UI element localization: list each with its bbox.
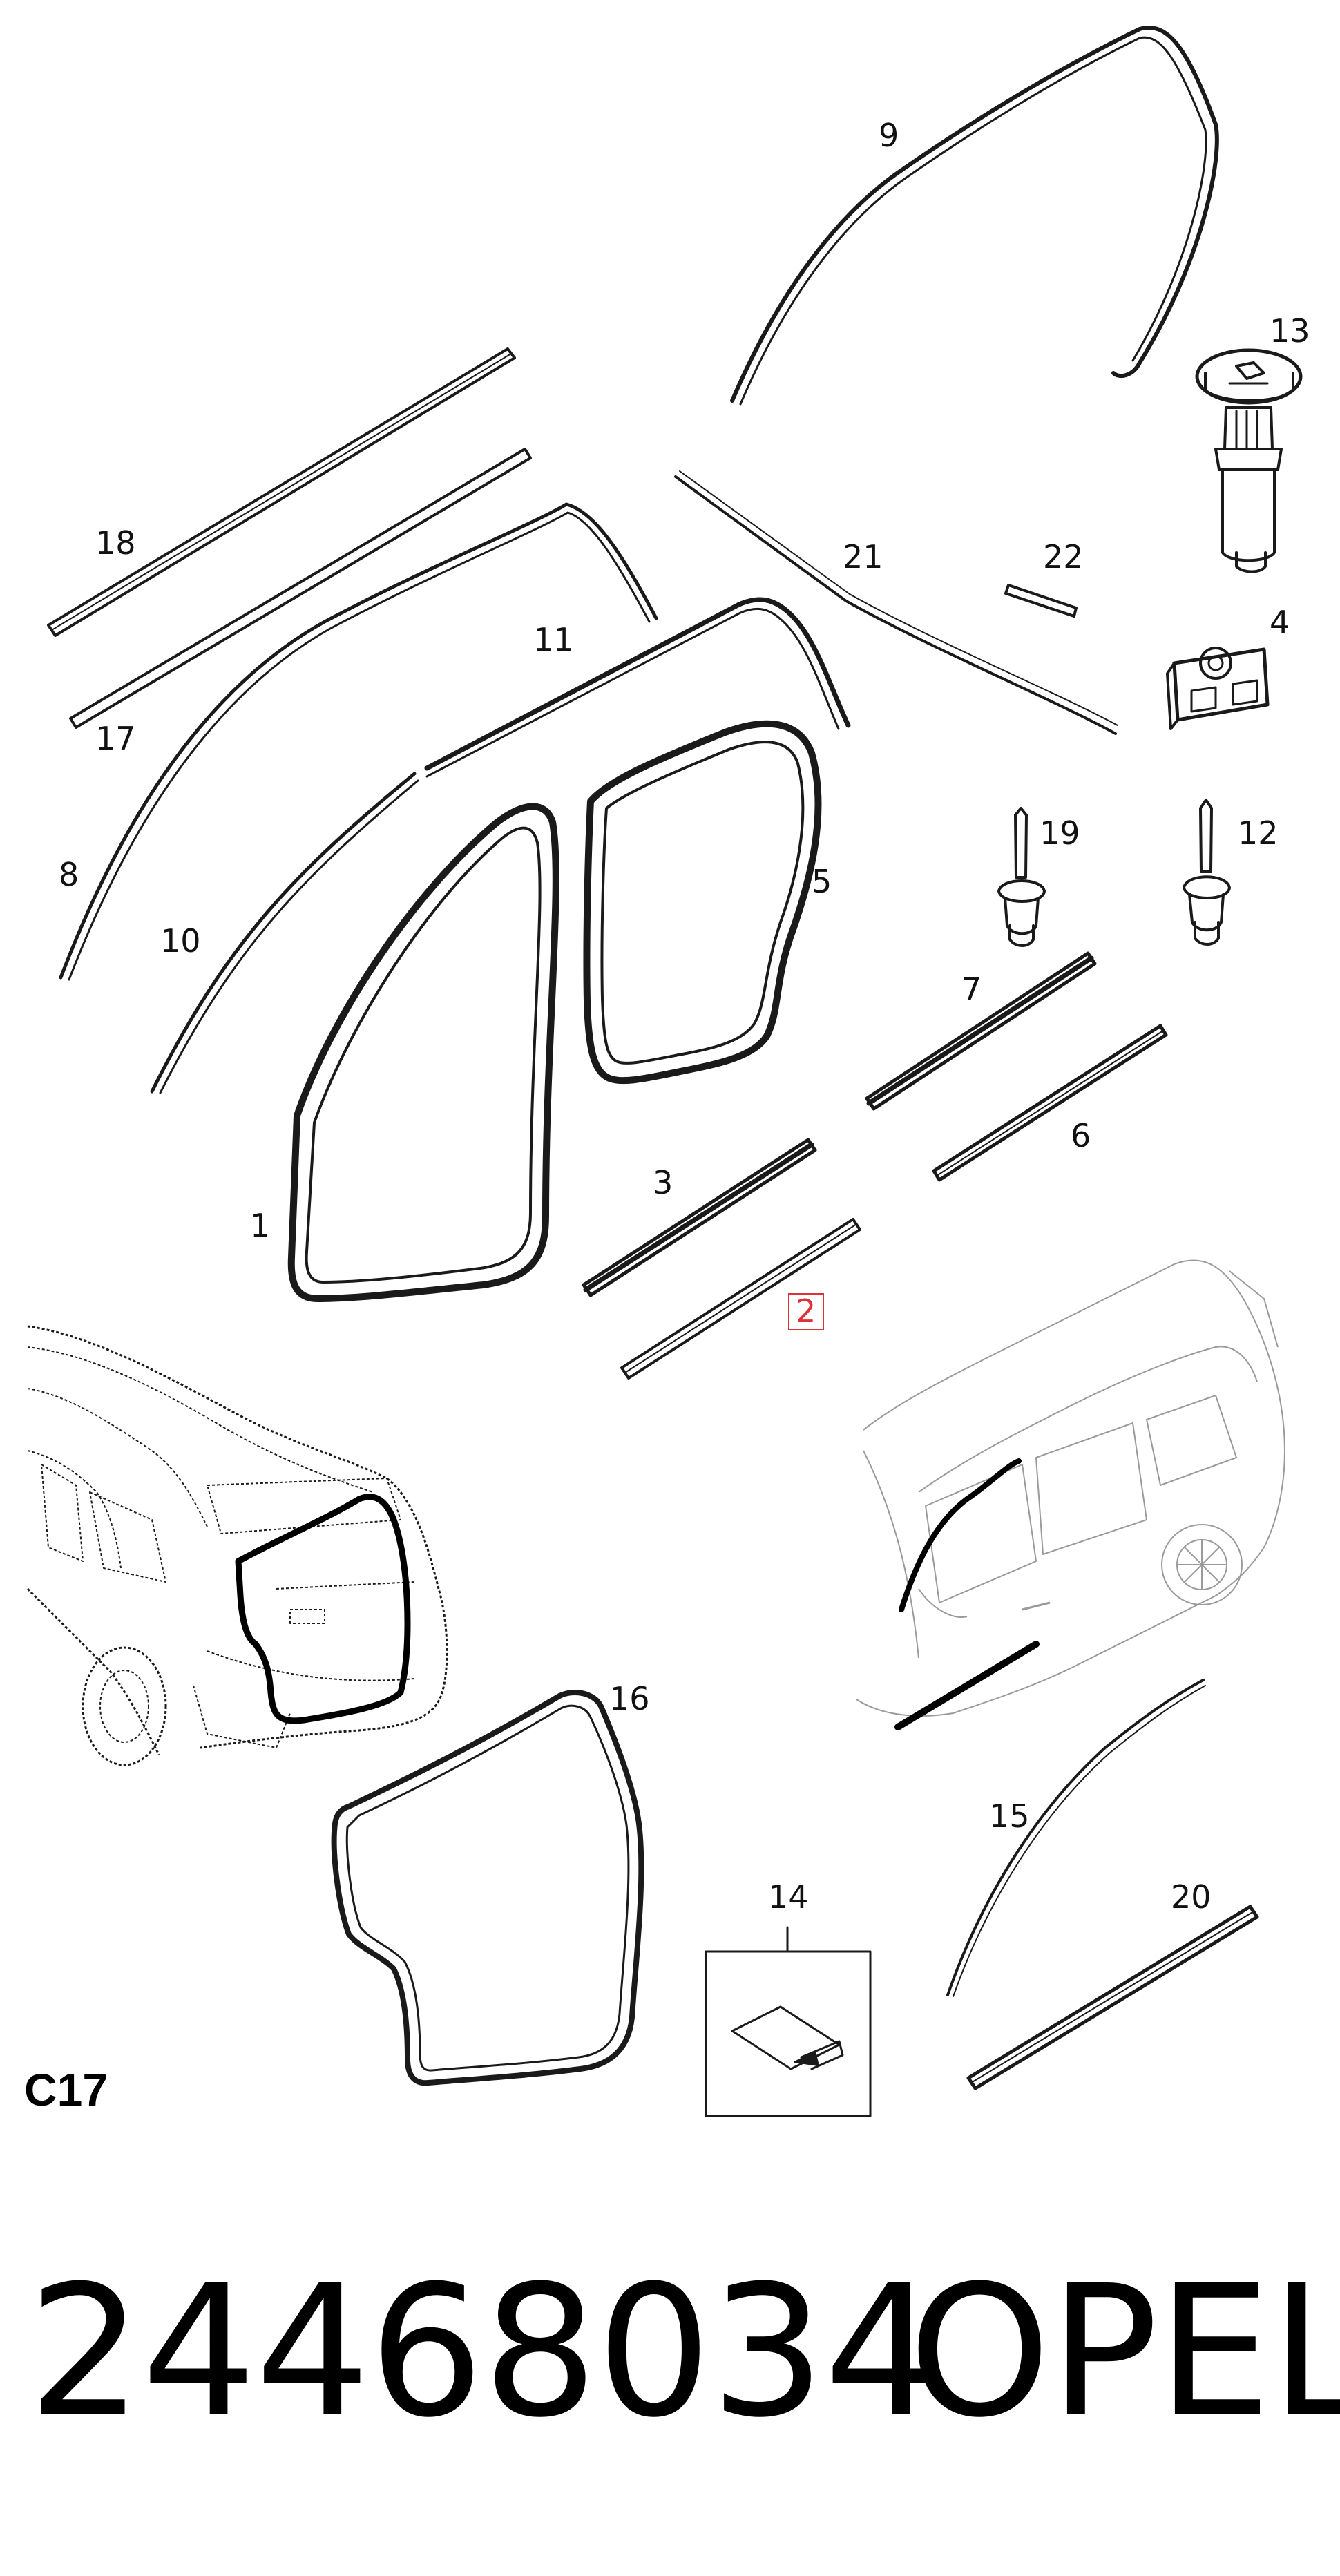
part-19-rivet — [997, 807, 1046, 947]
callout-9: 9 — [879, 117, 899, 154]
part-16-tailgate-seal — [331, 1690, 644, 2086]
part-17-strip — [69, 448, 532, 729]
part-10-moulding — [150, 772, 419, 1094]
callout-12: 12 — [1238, 814, 1279, 852]
part-6-strip — [932, 1024, 1168, 1182]
brand-name: OPEL — [908, 2246, 1340, 2457]
part-20-strip — [966, 1905, 1259, 2090]
part-11-moulding — [424, 597, 851, 778]
callout-2-box — [788, 1293, 824, 1330]
callout-22: 22 — [1043, 538, 1084, 575]
part-7-strip — [865, 951, 1097, 1111]
part-4-bracket — [1166, 647, 1270, 730]
part-1-door-seal — [287, 803, 559, 1302]
car-side-view — [856, 1259, 1285, 1717]
callout-16: 16 — [609, 1680, 650, 1717]
callout-10: 10 — [160, 922, 201, 960]
part-18-strip — [47, 347, 516, 637]
part-number: 24468034 — [28, 2246, 939, 2457]
car-rear-view — [26, 1325, 448, 1766]
callout-4: 4 — [1270, 604, 1290, 641]
callout-19: 19 — [1040, 814, 1080, 852]
part-12-rivet — [1183, 799, 1231, 946]
callout-15: 15 — [989, 1797, 1030, 1835]
tailgate-seal-highlight — [235, 1494, 411, 1724]
callout-14: 14 — [768, 1878, 809, 1916]
callout-7: 7 — [961, 971, 982, 1008]
part-15-strip — [946, 1679, 1206, 1997]
part-22-piece — [1004, 584, 1078, 618]
part-8-moulding — [59, 502, 658, 981]
callout-6: 6 — [1071, 1117, 1091, 1154]
part-5-door-seal — [583, 720, 822, 1085]
part-14-adhesive-pad — [705, 1926, 872, 2117]
callout-labels: 9 13 18 21 22 4 11 17 19 12 8 5 10 7 6 3… — [59, 117, 1310, 1916]
part-21-strip — [674, 470, 1118, 735]
callout-18: 18 — [95, 524, 136, 562]
callout-11: 11 — [533, 621, 574, 658]
callout-20: 20 — [1171, 1878, 1212, 1916]
callout-8: 8 — [59, 856, 79, 893]
door-frame-highlight — [899, 1458, 1022, 1612]
callout-2: 2 — [796, 1292, 816, 1330]
callout-5: 5 — [812, 863, 832, 900]
part-2-strip — [620, 1218, 861, 1380]
callout-17: 17 — [95, 720, 136, 757]
callout-21: 21 — [843, 538, 883, 575]
callout-3: 3 — [653, 1164, 673, 1201]
callout-1: 1 — [250, 1207, 270, 1244]
part-13-clip — [1195, 348, 1303, 573]
part-9-arch — [730, 26, 1219, 406]
section-code: C17 — [24, 2064, 108, 2115]
part-3-strip — [582, 1138, 817, 1297]
callout-13: 13 — [1270, 312, 1310, 350]
sill-highlight — [894, 1641, 1040, 1730]
